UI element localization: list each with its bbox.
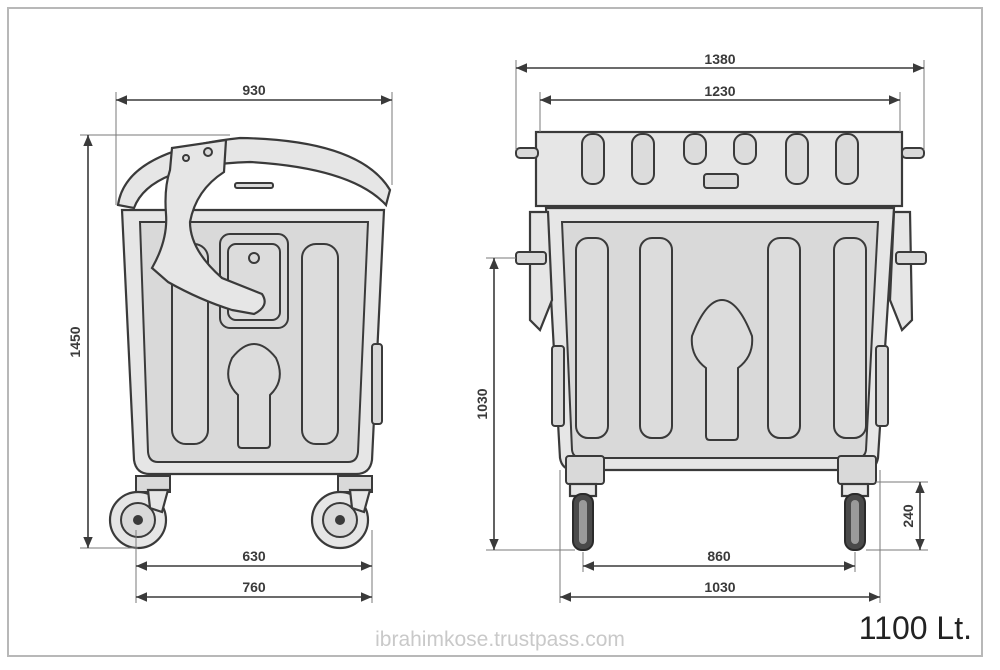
front-view: 1380 1230 1030 240 860 1030	[474, 51, 928, 603]
side-lid-handle	[234, 182, 274, 189]
front-bumper-left	[551, 345, 565, 427]
dim-label-630: 630	[242, 548, 266, 564]
dim-label-1380: 1380	[704, 51, 735, 67]
watermark-text: ibrahimkose.trustpass.com	[375, 628, 625, 651]
front-lid-handle-right	[901, 147, 925, 159]
front-lid-ribs	[581, 133, 859, 185]
side-slot-right	[301, 243, 339, 445]
front-arm-right	[888, 210, 914, 332]
dim-label-1230: 1230	[704, 83, 735, 99]
dim-label-860: 860	[707, 548, 731, 564]
dim-label-1450: 1450	[67, 326, 83, 357]
side-lever-arm	[150, 138, 266, 316]
capacity-label: 1100 Lt.	[858, 610, 972, 646]
dim-label-240: 240	[900, 504, 916, 528]
front-lid-latch	[703, 173, 739, 189]
side-bumper	[371, 343, 383, 425]
front-slot-keyhole	[690, 298, 754, 441]
side-view: 930 1450 630 760	[67, 82, 393, 603]
front-caster-mount-left	[565, 455, 605, 485]
front-arm-left	[528, 210, 554, 332]
front-body-slots	[575, 237, 867, 439]
front-caster-mount-right	[837, 455, 877, 485]
dim-label-1030-horizontal: 1030	[704, 579, 735, 595]
dim-label-760: 760	[242, 579, 266, 595]
side-slot-keyhole	[227, 343, 281, 449]
front-trunnion-right	[895, 251, 927, 265]
drawing-frame	[7, 7, 983, 657]
dim-label-930: 930	[242, 82, 266, 98]
side-lid	[116, 136, 392, 210]
front-trunnion-left	[515, 251, 547, 265]
dim-label-1030-vertical: 1030	[474, 388, 490, 419]
front-bumper-right	[875, 345, 889, 427]
front-lid-handle-left	[515, 147, 539, 159]
